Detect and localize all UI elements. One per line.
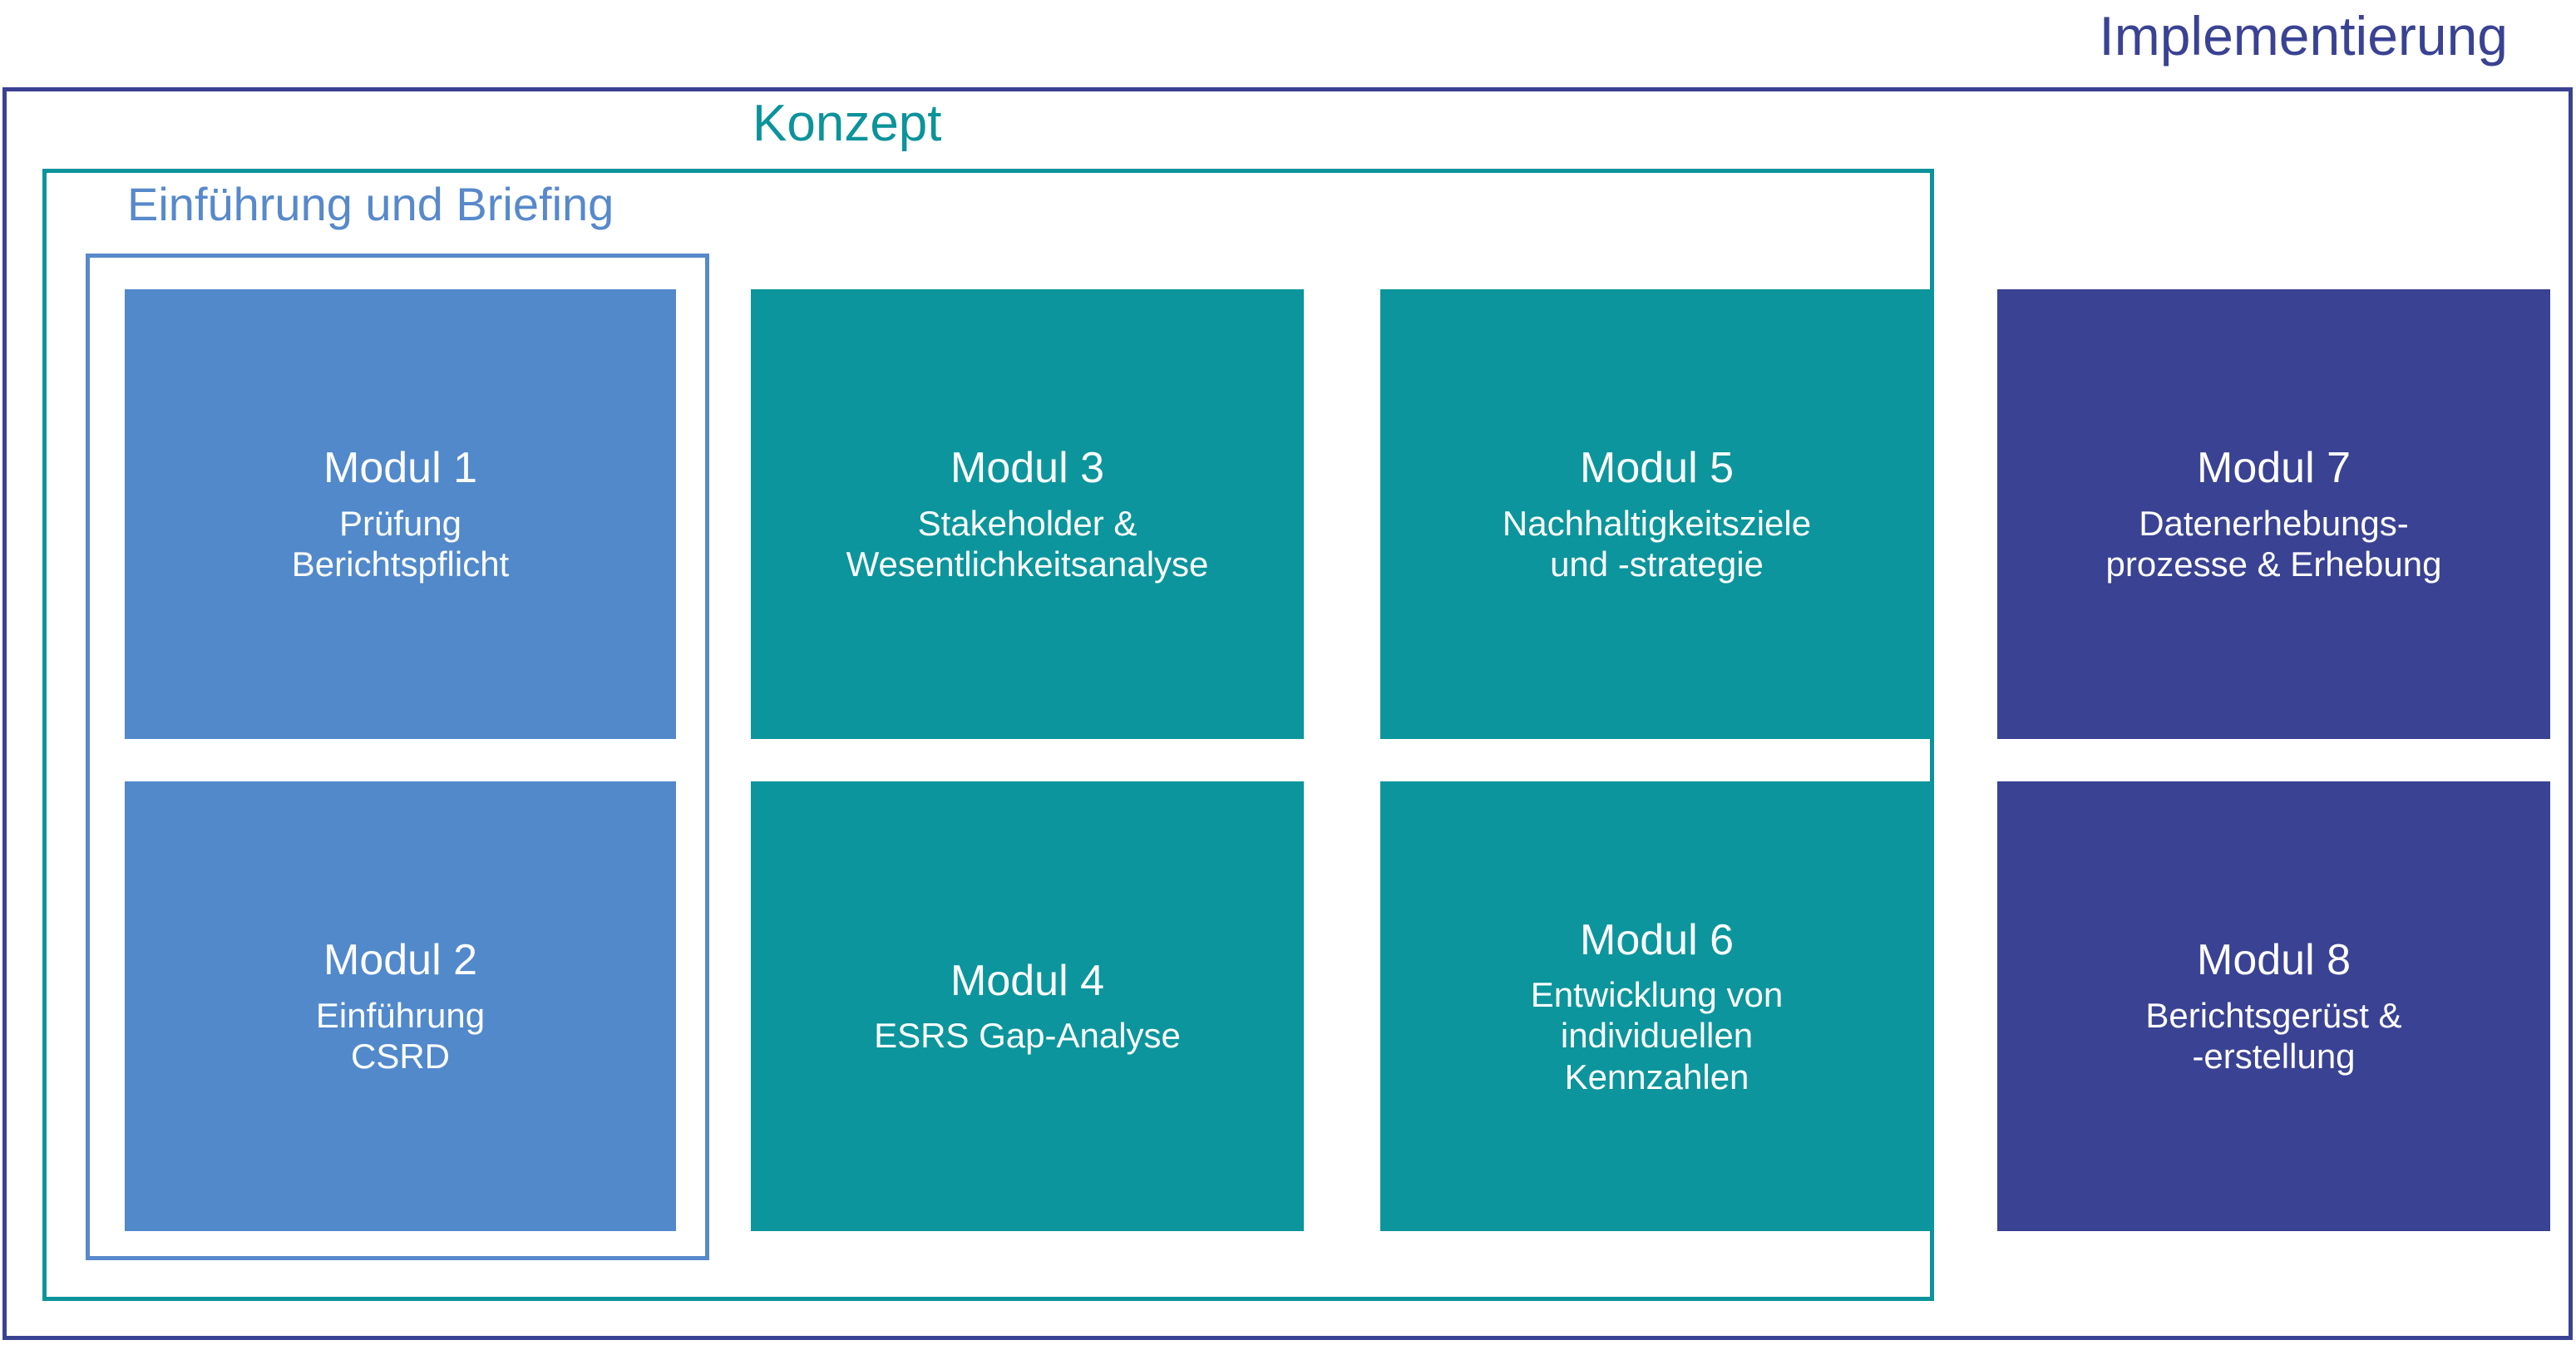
module-card-modul-5[interactable]: Modul 5 Nachhaltigkeitsziele und -strate… bbox=[1380, 289, 1933, 739]
module-subtitle-line: prozesse & Erhebung bbox=[2105, 544, 2442, 584]
module-title: Modul 7 bbox=[2197, 444, 2351, 493]
module-subtitle-line: Stakeholder & bbox=[917, 503, 1137, 543]
frame-label-implementierung: Implementierung bbox=[2099, 5, 2508, 67]
module-subtitle-line: Entwicklung von bbox=[1530, 974, 1784, 1014]
frame-label-einfuehrung-und-briefing: Einführung und Briefing bbox=[127, 178, 614, 230]
module-subtitle: Prüfung Berichtspflicht bbox=[292, 503, 509, 585]
module-subtitle: Stakeholder & Wesentlichkeitsanalyse bbox=[846, 503, 1209, 585]
module-title: Modul 2 bbox=[323, 936, 477, 985]
module-title: Modul 3 bbox=[950, 444, 1104, 493]
module-subtitle-line: Prüfung bbox=[338, 503, 462, 543]
module-subtitle-line: Kennzahlen bbox=[1564, 1057, 1749, 1096]
module-subtitle-line: Wesentlichkeitsanalyse bbox=[846, 544, 1209, 584]
module-subtitle-line: Berichtsgerüst & bbox=[2145, 995, 2402, 1035]
module-title: Modul 5 bbox=[1580, 444, 1734, 493]
module-title: Modul 4 bbox=[950, 957, 1104, 1006]
frame-einfuehrung-und-briefing bbox=[86, 254, 709, 1260]
module-subtitle: Entwicklung von individuellen Kennzahlen bbox=[1531, 974, 1784, 1098]
frame-label-konzept: Konzept bbox=[753, 95, 942, 152]
module-subtitle: Datenerhebungs- prozesse & Erhebung bbox=[2106, 503, 2442, 585]
module-title: Modul 8 bbox=[2197, 936, 2351, 985]
module-card-modul-4[interactable]: Modul 4 ESRS Gap-Analyse bbox=[751, 781, 1304, 1231]
module-subtitle-line: und -strategie bbox=[1550, 544, 1764, 584]
module-card-modul-7[interactable]: Modul 7 Datenerhebungs- prozesse & Erheb… bbox=[1997, 289, 2550, 739]
module-subtitle: ESRS Gap-Analyse bbox=[874, 1015, 1181, 1057]
module-card-modul-3[interactable]: Modul 3 Stakeholder & Wesentlichkeitsana… bbox=[751, 289, 1304, 739]
module-subtitle-line: Nachhaltigkeitsziele bbox=[1502, 503, 1812, 543]
module-subtitle-line: Datenerhebungs- bbox=[2139, 503, 2409, 543]
module-subtitle-line: ESRS Gap-Analyse bbox=[874, 1016, 1181, 1056]
module-card-modul-8[interactable]: Modul 8 Berichtsgerüst & -erstellung bbox=[1997, 781, 2550, 1231]
module-title: Modul 1 bbox=[323, 444, 477, 493]
module-card-modul-1[interactable]: Modul 1 Prüfung Berichtspflicht bbox=[125, 289, 676, 739]
module-subtitle-line: individuellen bbox=[1560, 1016, 1754, 1056]
module-subtitle-line: -erstellung bbox=[2192, 1037, 2356, 1076]
module-title: Modul 6 bbox=[1580, 915, 1734, 964]
module-subtitle: Nachhaltigkeitsziele und -strategie bbox=[1503, 503, 1811, 585]
module-subtitle-line: Berichtspflicht bbox=[291, 544, 510, 584]
module-card-modul-2[interactable]: Modul 2 Einführung CSRD bbox=[125, 781, 676, 1231]
module-subtitle-line: Einführung bbox=[315, 995, 486, 1035]
module-subtitle: Einführung CSRD bbox=[316, 995, 485, 1077]
module-card-modul-6[interactable]: Modul 6 Entwicklung von individuellen Ke… bbox=[1380, 781, 1933, 1231]
module-subtitle: Berichtsgerüst & -erstellung bbox=[2145, 995, 2401, 1077]
module-subtitle-line: CSRD bbox=[350, 1037, 450, 1076]
frame-implementierung bbox=[2, 87, 2573, 1340]
